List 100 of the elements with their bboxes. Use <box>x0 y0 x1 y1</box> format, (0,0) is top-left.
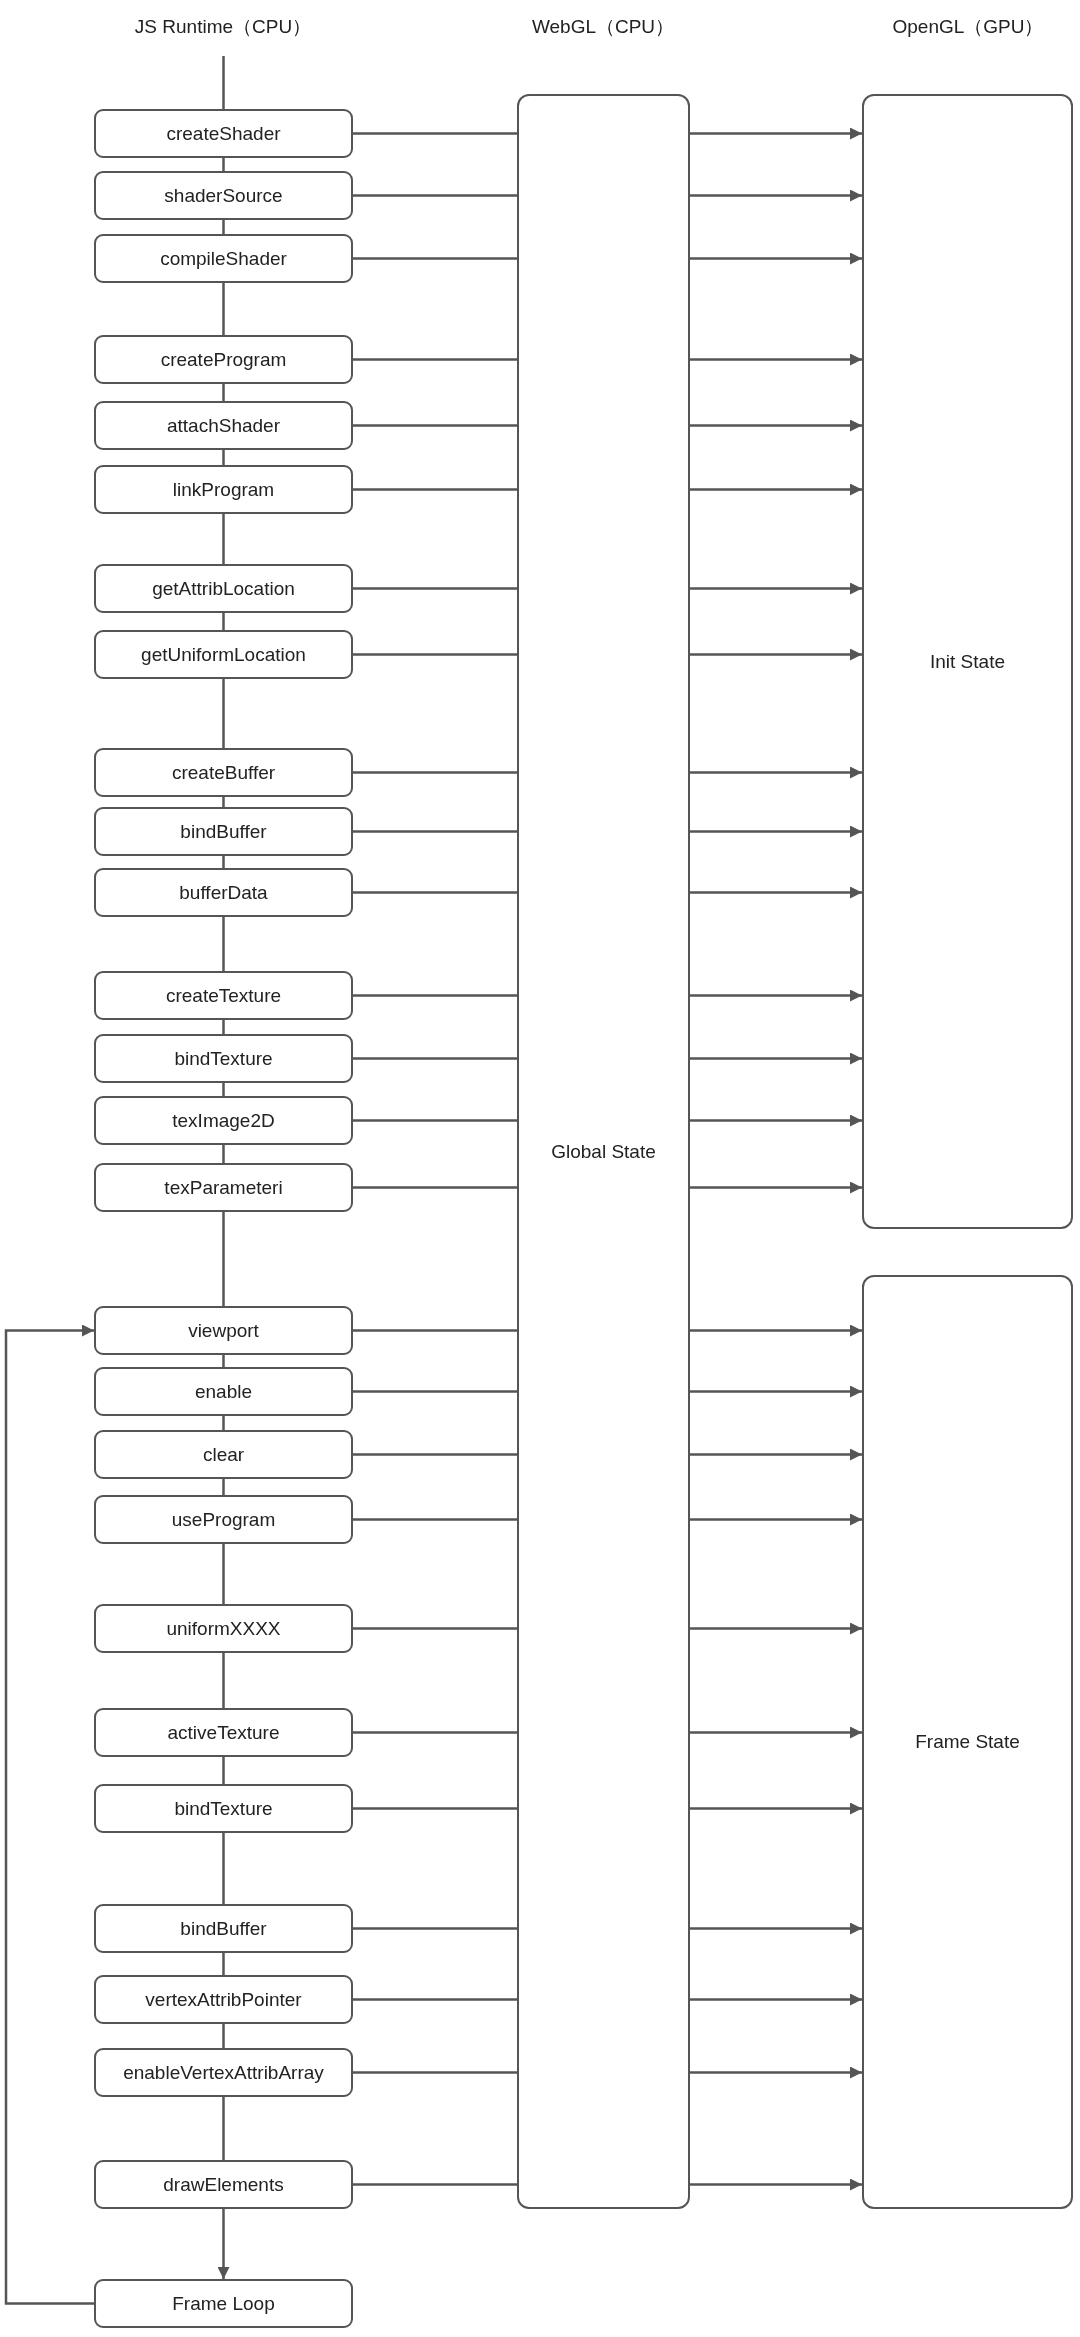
function-box <box>94 748 353 797</box>
arrow <box>690 189 862 202</box>
function-box <box>94 335 353 384</box>
function-box <box>94 2160 353 2209</box>
node-label: drawElements <box>163 2173 284 2196</box>
connector-line <box>222 1953 225 1975</box>
function-box <box>94 807 353 856</box>
function-box <box>94 1495 353 1544</box>
connector-line <box>353 1329 517 1332</box>
arrow <box>690 252 862 265</box>
connector-line <box>353 358 517 361</box>
connector-line <box>353 994 517 997</box>
connector-line <box>353 1057 517 1060</box>
function-box <box>94 1367 353 1416</box>
connector-line <box>353 1998 517 2001</box>
arrow <box>690 1726 862 1739</box>
connector-line <box>353 1186 517 1189</box>
arrow <box>690 1448 862 1461</box>
function-box <box>94 2048 353 2097</box>
connector-line <box>353 424 517 427</box>
function-box <box>94 234 353 283</box>
connector-line <box>222 384 225 401</box>
arrow <box>690 1513 862 1526</box>
node-label: shaderSource <box>164 184 283 207</box>
node-label: Init State <box>930 650 1005 673</box>
function-box <box>94 1604 353 1653</box>
connector-line <box>222 56 225 109</box>
arrow <box>690 825 862 838</box>
arrow <box>690 886 862 899</box>
arrow <box>690 766 862 779</box>
connector-line <box>353 2183 517 2186</box>
connector-line <box>353 1807 517 1810</box>
connector-line <box>222 679 225 748</box>
node-label: viewport <box>188 1319 259 1342</box>
node-label: getAttribLocation <box>152 577 295 600</box>
connector-line <box>222 220 225 234</box>
function-box <box>94 1975 353 2024</box>
arrow <box>690 353 862 366</box>
arrow <box>690 582 862 595</box>
connector-line <box>222 1212 225 1306</box>
node-label: createBuffer <box>171 761 276 784</box>
arrow <box>690 1922 862 1935</box>
connector-line <box>222 613 225 630</box>
connector-line <box>222 1020 225 1034</box>
connector-line <box>222 450 225 465</box>
connector-line <box>353 1627 517 1630</box>
node-label: bindBuffer <box>180 1917 267 1940</box>
node-label: enableVertexAttribArray <box>123 2061 324 2084</box>
connector-line <box>353 1453 517 1456</box>
column-header: WebGL（CPU） <box>531 15 675 39</box>
function-box <box>94 971 353 1020</box>
arrow <box>690 648 862 661</box>
node-label: Global State <box>551 1140 656 1163</box>
connector-line <box>222 1653 225 1708</box>
connector-line <box>353 194 517 197</box>
arrow <box>690 127 862 140</box>
connector-line <box>353 830 517 833</box>
connector-line <box>353 1927 517 1930</box>
function-box <box>94 109 353 158</box>
node-label: clear <box>202 1443 245 1466</box>
node-label: linkProgram <box>172 478 275 501</box>
arrow <box>690 2178 862 2191</box>
node-label: Frame State <box>915 1731 1020 1753</box>
node-label: attachShader <box>167 414 280 437</box>
arrow <box>217 2209 230 2279</box>
arrow <box>690 1052 862 1065</box>
connector-line <box>353 132 517 135</box>
connector-line <box>353 488 517 491</box>
function-box <box>94 564 353 613</box>
arrow <box>690 419 862 432</box>
arrow <box>690 1993 862 2006</box>
node-label: vertexAttribPointer <box>145 1988 302 2011</box>
node-label: createTexture <box>165 984 282 1007</box>
connector-line <box>353 2071 517 2074</box>
node-label: createShader <box>166 122 281 145</box>
function-box <box>94 1306 353 1355</box>
connector-line <box>353 653 517 656</box>
connector-line <box>353 891 517 894</box>
connector-line <box>222 514 225 564</box>
connector-line <box>222 797 225 807</box>
node-label: bindBuffer <box>180 820 267 843</box>
arrow <box>690 1114 862 1127</box>
connector-line <box>353 1731 517 1734</box>
state-panel <box>862 1275 1073 2209</box>
node-label: enable <box>194 1380 253 1403</box>
node-label: Frame Loop <box>172 2292 275 2315</box>
column-header: JS Runtime（CPU） <box>134 15 312 39</box>
node-label: bufferData <box>179 881 268 904</box>
function-box <box>94 868 353 917</box>
node-label: activeTexture <box>167 1721 280 1744</box>
connector-line <box>353 587 517 590</box>
connector-line <box>222 1416 225 1430</box>
function-box <box>94 1784 353 1833</box>
function-box <box>94 1708 353 1757</box>
connector-line <box>222 1757 225 1784</box>
connector-line <box>222 1544 225 1604</box>
connector-line <box>353 771 517 774</box>
function-box <box>94 401 353 450</box>
function-box <box>94 171 353 220</box>
connector-line <box>353 1390 517 1393</box>
